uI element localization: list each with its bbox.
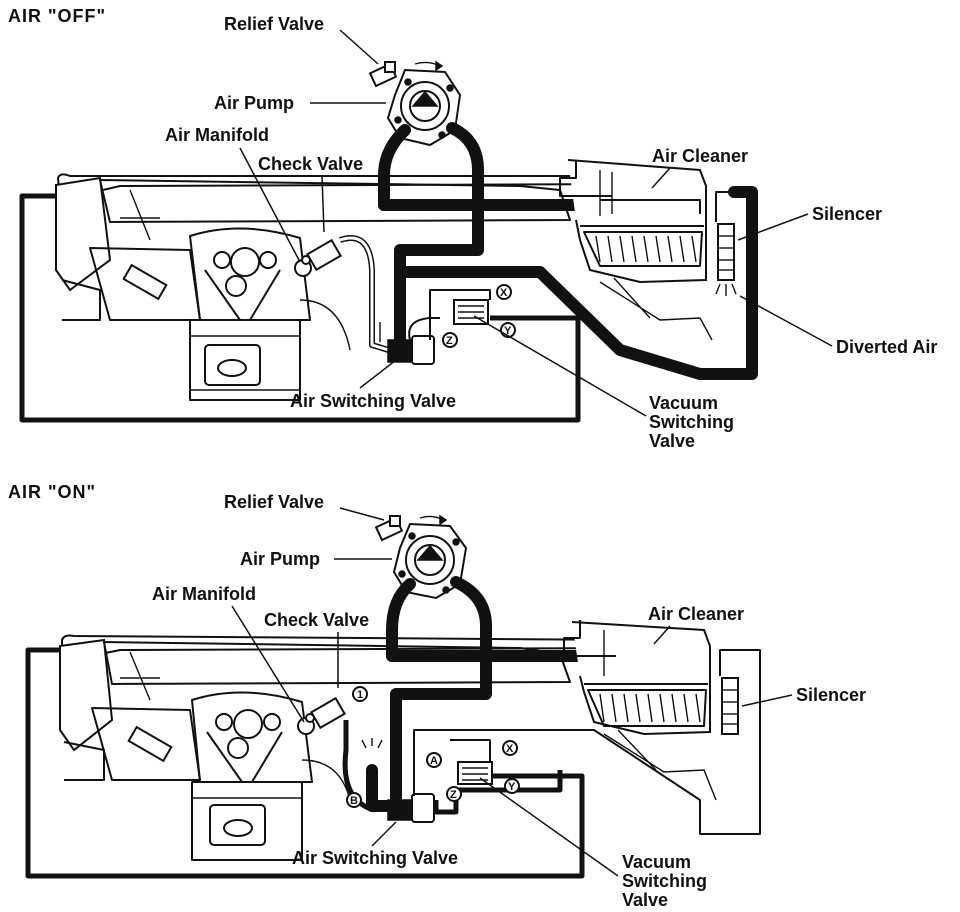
relief-valve xyxy=(368,61,398,88)
engine-illustration xyxy=(55,173,641,401)
air-cleaner xyxy=(563,620,717,801)
leader-silencer xyxy=(737,213,809,241)
leader-air-manifold xyxy=(231,605,305,723)
label-air-switching-valve: Air Switching Valve xyxy=(290,391,456,411)
diverted-air-hose xyxy=(394,186,758,380)
check-valve xyxy=(294,235,396,355)
leader-air-cleaner xyxy=(653,625,671,645)
leader-check-valve xyxy=(321,175,325,233)
port-markers: X Y Z xyxy=(442,284,516,348)
label-diverted-air: Diverted Air xyxy=(836,337,937,357)
port-z-label: Z xyxy=(450,789,457,801)
label-vacuum-switching-valve-2: Switching xyxy=(622,871,707,891)
vacuum-hose-outer xyxy=(19,193,581,423)
leader-air-switching-valve xyxy=(371,821,397,847)
label-air-switching-valve: Air Switching Valve xyxy=(292,848,458,868)
leader-silencer xyxy=(741,694,793,707)
label-vacuum-switching-valve-2: Switching xyxy=(649,412,734,432)
pump-inlet-hose xyxy=(446,122,484,211)
label-relief-valve: Relief Valve xyxy=(224,14,324,34)
leader-vacuum-switching-valve xyxy=(473,315,647,417)
leader-relief-valve xyxy=(339,29,379,65)
label-check-valve: Check Valve xyxy=(258,154,363,174)
port-y-label: Y xyxy=(508,781,516,793)
panel-air-on: AIR "ON" xyxy=(8,482,866,910)
vacuum-switching-valve xyxy=(429,289,491,340)
port-1-label: 1 xyxy=(357,689,363,701)
leader-vacuum-switching-valve xyxy=(479,777,619,877)
pump-outlet-hose xyxy=(378,124,484,351)
leader-relief-valve xyxy=(339,507,385,521)
leader-air-manifold xyxy=(239,147,301,263)
label-silencer: Silencer xyxy=(796,685,866,705)
panel-air-off: AIR "OFF" xyxy=(8,6,937,451)
relief-valve xyxy=(374,515,404,542)
silencer xyxy=(719,649,739,735)
port-b-label: B xyxy=(350,795,358,807)
label-vacuum-switching-valve-1: Vacuum xyxy=(622,852,691,872)
leader-air-cleaner xyxy=(651,167,671,189)
port-y-label: Y xyxy=(504,325,512,337)
leader-air-switching-valve xyxy=(359,359,397,389)
check-valve xyxy=(297,696,346,735)
leader-diverted-air xyxy=(739,295,833,347)
port-x-label: X xyxy=(506,743,514,755)
label-air-pump: Air Pump xyxy=(214,93,294,113)
label-vacuum-switching-valve-1: Vacuum xyxy=(649,393,718,413)
air-switching-valve xyxy=(361,649,761,835)
label-relief-valve: Relief Valve xyxy=(224,492,324,512)
pump-inlet-hose xyxy=(450,576,492,662)
vacuum-hose-outer xyxy=(25,647,585,879)
port-a-label: A xyxy=(430,755,438,767)
port-x-label: X xyxy=(500,287,508,299)
label-air-cleaner: Air Cleaner xyxy=(652,146,748,166)
port-markers: X Y Z A B 1 xyxy=(346,686,520,808)
panel-title-air-off: AIR "OFF" xyxy=(8,6,106,26)
label-air-manifold: Air Manifold xyxy=(152,584,256,604)
port-z-label: Z xyxy=(446,335,453,347)
label-vacuum-switching-valve-3: Valve xyxy=(649,431,695,451)
label-check-valve: Check Valve xyxy=(264,610,369,630)
label-silencer: Silencer xyxy=(812,204,882,224)
panel-title-air-on: AIR "ON" xyxy=(8,482,96,502)
label-vacuum-switching-valve-3: Valve xyxy=(622,890,668,910)
manifold-feed-hose xyxy=(342,720,375,813)
pump-outlet-hose xyxy=(386,578,492,812)
air-cleaner xyxy=(559,159,713,341)
label-air-pump: Air Pump xyxy=(240,549,320,569)
silencer xyxy=(715,191,737,296)
label-air-cleaner: Air Cleaner xyxy=(648,604,744,624)
engine-illustration xyxy=(59,634,641,861)
label-air-manifold: Air Manifold xyxy=(165,125,269,145)
